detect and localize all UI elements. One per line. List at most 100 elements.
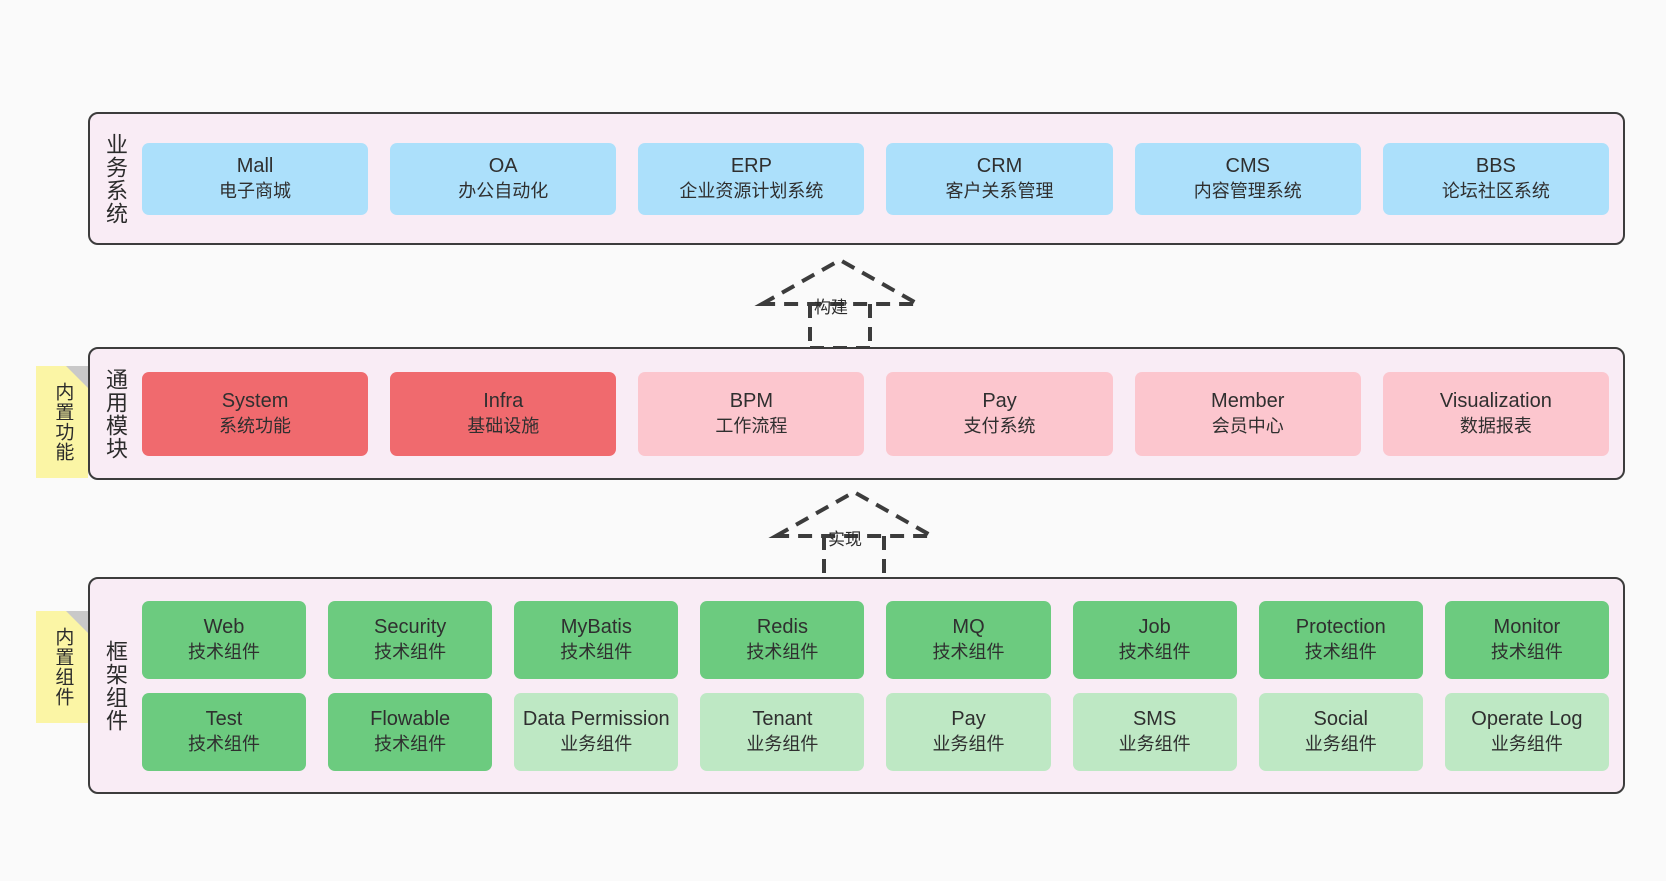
card-bpm[interactable]: BPM 工作流程: [638, 371, 865, 456]
card-subtitle: 业务组件: [746, 733, 819, 754]
card-subtitle: 技术组件: [1118, 641, 1191, 662]
card-pay-component[interactable]: Pay 业务组件: [886, 692, 1051, 771]
business-card-row: Mall 电子商城 OA 办公自动化 ERP 企业资源计划系统 CRM 客户关系…: [141, 142, 1609, 215]
card-subtitle: 工作流程: [715, 415, 788, 436]
card-title: Security: [374, 616, 447, 639]
card-pay-module[interactable]: Pay 支付系统: [886, 371, 1113, 456]
card-subtitle: 业务组件: [1490, 733, 1563, 754]
card-subtitle: 会员中心: [1211, 415, 1284, 436]
card-title: OA: [488, 155, 518, 178]
card-data-permission[interactable]: Data Permission 业务组件: [514, 692, 679, 771]
sticky-builtin-component-label: 内置组件: [52, 627, 74, 707]
framework-card-row-1: Web 技术组件 Security 技术组件 MyBatis 技术组件 Redi…: [141, 600, 1609, 679]
card-title: Pay: [951, 708, 986, 731]
card-title: Web: [203, 616, 245, 639]
card-erp[interactable]: ERP 企业资源计划系统: [638, 142, 865, 215]
card-subtitle: 论坛社区系统: [1441, 180, 1550, 201]
card-web[interactable]: Web 技术组件: [141, 600, 307, 679]
card-crm[interactable]: CRM 客户关系管理: [886, 142, 1113, 215]
card-subtitle: 技术组件: [560, 641, 633, 662]
card-test[interactable]: Test 技术组件: [141, 692, 307, 771]
card-title: System: [221, 390, 289, 413]
card-bbs[interactable]: BBS 论坛社区系统: [1382, 142, 1609, 215]
card-subtitle: 业务组件: [1304, 733, 1377, 754]
card-subtitle: 技术组件: [374, 733, 447, 754]
framework-card-row-2: Test 技术组件 Flowable 技术组件 Data Permission …: [141, 692, 1609, 771]
card-mall[interactable]: Mall 电子商城: [141, 142, 369, 215]
card-tenant[interactable]: Tenant 业务组件: [700, 692, 865, 771]
card-title: Member: [1211, 390, 1285, 413]
card-flowable[interactable]: Flowable 技术组件: [328, 692, 493, 771]
connector-implement-label: 实现: [828, 530, 862, 549]
layer-business-label: 业务系统: [102, 132, 128, 225]
card-subtitle: 企业资源计划系统: [679, 180, 824, 201]
layer-modules-body: System 系统功能 Infra 基础设施 BPM 工作流程 Pay 支付系统…: [141, 371, 1623, 456]
card-title: MQ: [952, 616, 985, 639]
connector-build-label: 构建: [814, 298, 848, 317]
card-member[interactable]: Member 会员中心: [1134, 371, 1361, 456]
card-operate-log[interactable]: Operate Log 业务组件: [1444, 692, 1609, 771]
layer-business-body: Mall 电子商城 OA 办公自动化 ERP 企业资源计划系统 CRM 客户关系…: [141, 142, 1623, 215]
card-visualization[interactable]: Visualization 数据报表: [1382, 371, 1609, 456]
card-title: Flowable: [370, 708, 451, 731]
card-title: BBS: [1475, 155, 1516, 178]
module-card-row: System 系统功能 Infra 基础设施 BPM 工作流程 Pay 支付系统…: [141, 371, 1609, 456]
card-job[interactable]: Job 技术组件: [1072, 600, 1237, 679]
layer-modules-label: 通用模块: [102, 367, 128, 460]
card-social[interactable]: Social 业务组件: [1258, 692, 1423, 771]
card-cms[interactable]: CMS 内容管理系统: [1134, 142, 1361, 215]
card-title: Social: [1313, 708, 1368, 731]
card-subtitle: 技术组件: [188, 733, 261, 754]
card-subtitle: 数据报表: [1459, 415, 1532, 436]
card-title: Protection: [1295, 616, 1386, 639]
card-redis[interactable]: Redis 技术组件: [700, 600, 865, 679]
card-mybatis[interactable]: MyBatis 技术组件: [514, 600, 679, 679]
sticky-builtin-function-label: 内置功能: [52, 382, 74, 462]
card-mq[interactable]: MQ 技术组件: [886, 600, 1051, 679]
card-subtitle: 业务组件: [932, 733, 1005, 754]
card-title: Job: [1138, 616, 1171, 639]
layer-framework-body: Web 技术组件 Security 技术组件 MyBatis 技术组件 Redi…: [141, 600, 1623, 771]
card-title: Monitor: [1493, 616, 1561, 639]
card-oa[interactable]: OA 办公自动化: [390, 142, 617, 215]
card-title: Test: [205, 708, 243, 731]
card-subtitle: 电子商城: [219, 180, 292, 201]
connector-build: 构建: [752, 257, 927, 350]
card-title: Redis: [756, 616, 808, 639]
card-subtitle: 支付系统: [963, 415, 1036, 436]
card-title: Infra: [483, 390, 524, 413]
card-title: CMS: [1225, 155, 1270, 178]
card-title: Pay: [982, 390, 1017, 413]
card-protection[interactable]: Protection 技术组件: [1258, 600, 1423, 679]
card-title: ERP: [730, 155, 772, 178]
card-sms[interactable]: SMS 业务组件: [1072, 692, 1237, 771]
card-title: Visualization: [1439, 390, 1552, 413]
card-title: BPM: [729, 390, 774, 413]
card-subtitle: 业务组件: [1118, 733, 1191, 754]
sticky-fold-icon: [66, 366, 88, 388]
card-infra[interactable]: Infra 基础设施: [390, 371, 617, 456]
card-title: Tenant: [752, 708, 813, 731]
card-subtitle: 技术组件: [932, 641, 1005, 662]
layer-business-systems: 业务系统 Mall 电子商城 OA 办公自动化 ERP 企业资源计划系统 CRM…: [88, 112, 1625, 245]
card-title: Mall: [236, 155, 274, 178]
card-title: SMS: [1132, 708, 1177, 731]
card-monitor[interactable]: Monitor 技术组件: [1444, 600, 1609, 679]
layer-common-modules: 通用模块 System 系统功能 Infra 基础设施 BPM 工作流程 Pay…: [88, 347, 1625, 480]
card-subtitle: 技术组件: [1490, 641, 1563, 662]
card-subtitle: 基础设施: [467, 415, 540, 436]
card-title: Data Permission: [522, 708, 670, 731]
card-system[interactable]: System 系统功能: [141, 371, 369, 456]
card-title: Operate Log: [1471, 708, 1583, 731]
card-security[interactable]: Security 技术组件: [328, 600, 493, 679]
card-subtitle: 技术组件: [746, 641, 819, 662]
sticky-builtin-component: 内置组件: [36, 611, 88, 723]
card-title: CRM: [976, 155, 1023, 178]
card-title: MyBatis: [560, 616, 632, 639]
sticky-fold-icon: [66, 611, 88, 633]
card-subtitle: 系统功能: [219, 415, 292, 436]
layer-framework-label: 框架组件: [102, 639, 128, 732]
card-subtitle: 客户关系管理: [945, 180, 1054, 201]
card-subtitle: 办公自动化: [458, 180, 549, 201]
